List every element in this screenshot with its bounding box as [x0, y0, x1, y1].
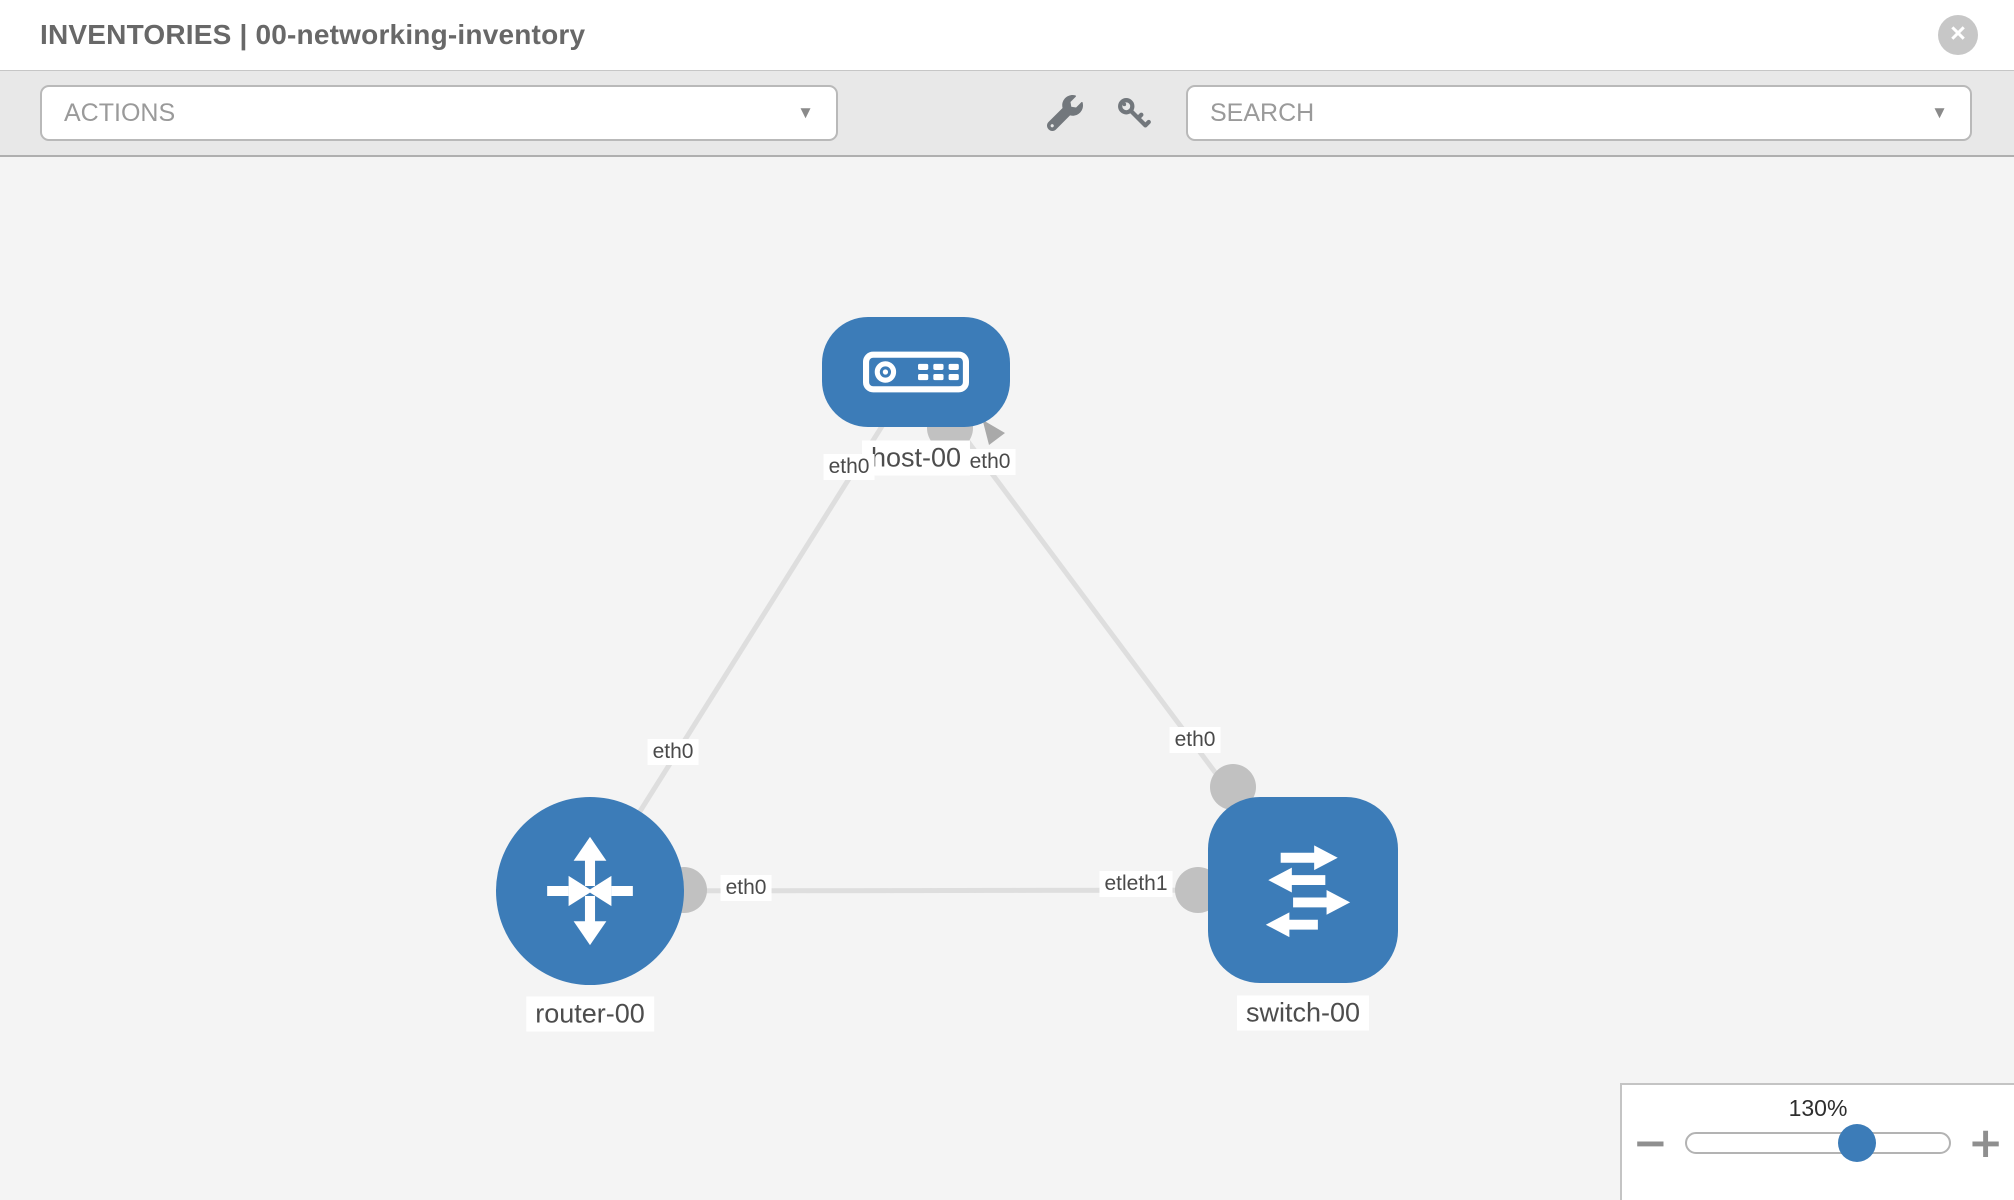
node-host-00[interactable] [822, 317, 1010, 427]
interface-label: eth0 [964, 449, 1016, 475]
node-router-00[interactable] [496, 797, 684, 985]
chevron-down-icon: ▼ [797, 103, 814, 122]
close-button[interactable]: × [1938, 15, 1978, 55]
key-tool-button[interactable] [1114, 94, 1152, 132]
search-dropdown[interactable]: SEARCH ▼ [1186, 85, 1972, 141]
zoom-slider-thumb[interactable] [1838, 1123, 1877, 1162]
interface-label: eth0 [647, 739, 699, 765]
wrench-icon [1047, 95, 1083, 131]
node-switch-00[interactable] [1208, 797, 1398, 983]
zoom-percentage: 130% [1788, 1095, 1848, 1121]
search-placeholder: SEARCH [1210, 98, 1315, 127]
zoom-slider-track[interactable] [1685, 1123, 1951, 1162]
chevron-down-icon: ▼ [1931, 103, 1948, 122]
interface-label: eth0 [720, 875, 772, 901]
window-header: INVENTORIES | 00-networking-inventory × [0, 0, 2014, 70]
topology-links-layer [587, 370, 1306, 913]
close-icon: × [1950, 18, 1966, 48]
router-icon [547, 836, 633, 946]
configure-tool-button[interactable] [1046, 94, 1084, 132]
interface-label: etleth1 [1099, 871, 1173, 897]
zoom-control-panel: 130% − + [1620, 1083, 2014, 1200]
toolbar-tools [1046, 94, 1152, 132]
interface-label: eth0 [823, 454, 875, 480]
node-label-host-00: host-00 [861, 440, 971, 476]
interface-label: eth0 [1169, 727, 1221, 753]
actions-dropdown-label: ACTIONS [64, 98, 176, 127]
switch-icon [1265, 845, 1351, 938]
toolbar: ACTIONS ▼ SEARCH ▼ [0, 70, 2014, 157]
zoom-out-button[interactable]: − [1632, 1118, 1668, 1167]
zoom-in-button[interactable]: + [1968, 1118, 2004, 1167]
page-title: INVENTORIES | 00-networking-inventory [40, 19, 586, 50]
topology-canvas[interactable]: 130% − + host-00 router-00 switch-00 eth0 et… [0, 157, 2014, 1200]
zoom-slider-row: − + [1622, 1118, 2014, 1167]
link-arrowhead-icon [982, 419, 1005, 446]
node-label-switch-00: switch-00 [1236, 995, 1370, 1031]
node-label-router-00: router-00 [526, 996, 654, 1032]
actions-dropdown[interactable]: ACTIONS ▼ [40, 85, 838, 141]
server-icon [863, 351, 969, 393]
key-icon [1118, 98, 1151, 128]
